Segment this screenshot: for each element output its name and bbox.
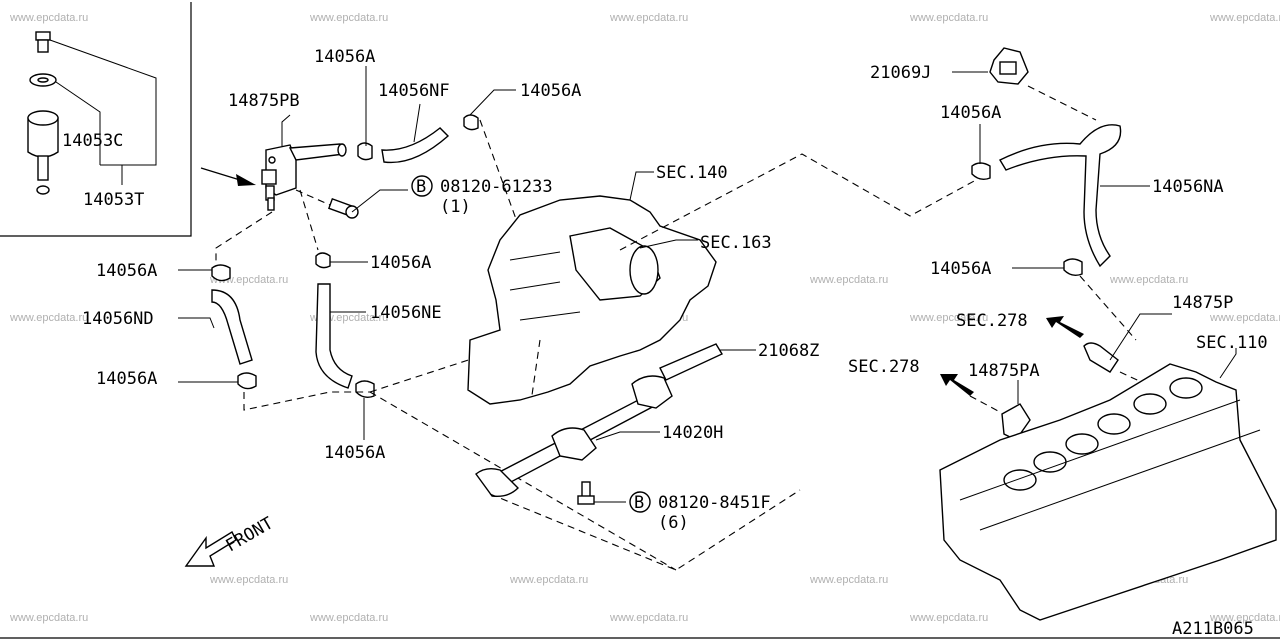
- watermark: www.epcdata.ru: [9, 612, 88, 624]
- part-label-14056nf: 14056NF: [378, 81, 450, 101]
- front-label: FRONT: [223, 513, 277, 556]
- watermark: www.epcdata.ru: [309, 612, 388, 624]
- part-label-14056nd: 14056ND: [82, 309, 154, 329]
- part-label-14053c: 14053C: [62, 131, 123, 151]
- part-label-14056na: 14056NA: [1152, 177, 1224, 197]
- watermark: www.epcdata.ru: [1209, 12, 1280, 24]
- watermark: www.epcdata.ru: [609, 12, 688, 24]
- watermark: www.epcdata.ru: [609, 612, 688, 624]
- watermark: www.epcdata.ru: [209, 574, 288, 586]
- watermark: www.epcdata.ru: [909, 12, 988, 24]
- section-label-140: SEC.140: [656, 163, 728, 183]
- bolt-letter: B: [634, 493, 644, 513]
- part-label-14056a: 14056A: [370, 253, 431, 273]
- watermark: www.epcdata.ru: [309, 12, 388, 24]
- bolt-part-number: 08120-8451F: [658, 493, 771, 513]
- part-label-21069j: 21069J: [870, 63, 931, 83]
- intake-manifold: SEC.140 SEC.163: [467, 153, 977, 405]
- part-label-14053t: 14053T: [83, 190, 144, 210]
- diagram-code: A211B065: [1172, 619, 1254, 639]
- part-label-14875pa: 14875PA: [968, 361, 1040, 381]
- part-label-14875p: 14875P: [1172, 293, 1233, 313]
- part-label-14056a: 14056A: [314, 47, 375, 67]
- section-label-278: SEC.278: [848, 357, 920, 377]
- watermark: www.epcdata.ru: [909, 612, 988, 624]
- watermark: www.epcdata.ru: [509, 574, 588, 586]
- part-label-14056a: 14056A: [96, 369, 157, 389]
- bolt-quantity: (6): [658, 513, 689, 533]
- part-label-14056a: 14056A: [324, 443, 385, 463]
- section-label-278: SEC.278: [956, 311, 1028, 331]
- bolt-quantity: (1): [440, 197, 471, 217]
- section-label-110: SEC.110: [1196, 333, 1268, 353]
- watermark: www.epcdata.ru: [1209, 612, 1280, 624]
- watermark: www.epcdata.ru: [1209, 312, 1280, 324]
- part-label-14875pb: 14875PB: [228, 91, 300, 111]
- front-arrow: FRONT: [184, 513, 277, 567]
- watermark: www.epcdata.ru: [909, 312, 988, 324]
- section-label-163: SEC.163: [700, 233, 772, 253]
- part-label-14056a: 14056A: [520, 81, 581, 101]
- part-label-14056a: 14056A: [930, 259, 991, 279]
- watermark: www.epcdata.ru: [809, 274, 888, 286]
- left-assembly: 14875PB 14056A 14056NF 14056A B 08120-61…: [82, 47, 677, 571]
- cylinder-head: SEC.110: [939, 333, 1277, 621]
- watermark: www.epcdata.ru: [9, 12, 88, 24]
- inset-box: 14053C 14053T: [0, 2, 192, 237]
- part-label-14056a: 14056A: [96, 261, 157, 281]
- bolt-letter: B: [416, 177, 426, 197]
- watermark: www.epcdata.ru: [1109, 274, 1188, 286]
- part-label-14056a: 14056A: [940, 103, 1001, 123]
- watermark: www.epcdata.ru: [9, 312, 88, 324]
- pipe-assembly: 21068Z 14020H B 08120-8451F (6): [475, 339, 819, 571]
- right-assembly: 21069J 14056NA 14056A 14056A 14875P SEC.…: [848, 47, 1233, 441]
- watermark: www.epcdata.ru: [809, 574, 888, 586]
- part-label-21068z: 21068Z: [758, 341, 819, 361]
- part-label-14020h: 14020H: [662, 423, 723, 443]
- bolt-part-number: 08120-61233: [440, 177, 553, 197]
- part-label-14056ne: 14056NE: [370, 303, 442, 323]
